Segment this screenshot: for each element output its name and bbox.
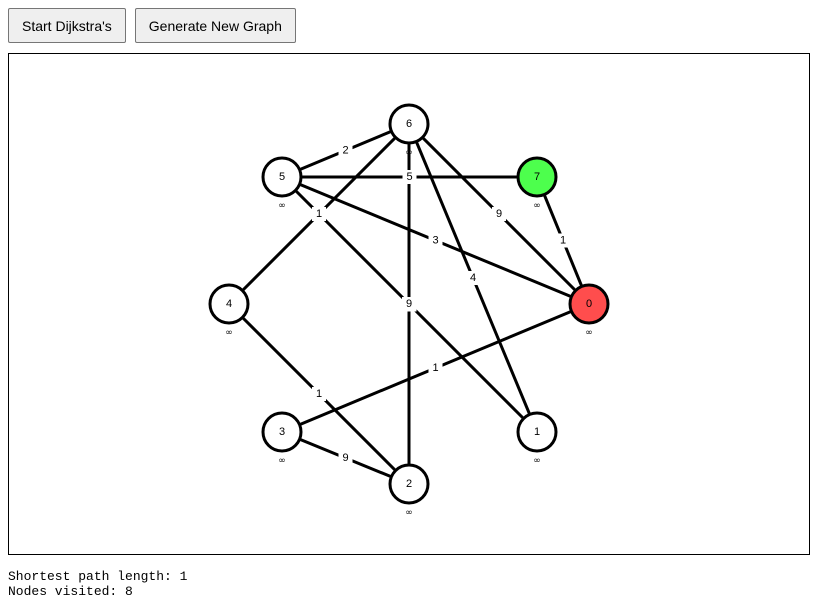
node-distance-label: ∞ bbox=[533, 456, 541, 466]
node-id-label: 2 bbox=[406, 478, 412, 490]
graph-node-4[interactable]: 4∞ bbox=[208, 283, 250, 338]
node-distance-label: ∞ bbox=[585, 328, 593, 338]
node-circle[interactable] bbox=[208, 283, 250, 325]
graph-node-2[interactable]: 2∞ bbox=[388, 463, 430, 518]
edge-weight-bg bbox=[402, 170, 417, 184]
graph-node-5[interactable]: 5∞ bbox=[261, 156, 303, 211]
node-id-label: 4 bbox=[226, 298, 232, 310]
edge-weight-label: 3 bbox=[432, 235, 438, 247]
node-distance-label: ∞ bbox=[405, 148, 413, 158]
node-circle[interactable] bbox=[568, 283, 610, 325]
node-circle[interactable] bbox=[261, 411, 303, 453]
edge-weight-bg bbox=[402, 297, 416, 311]
nodes-visited-text: Nodes visited: 8 bbox=[8, 584, 133, 599]
edge-weight-label: 5 bbox=[406, 171, 412, 183]
toolbar: Start Dijkstra's Generate New Graph bbox=[8, 8, 296, 43]
node-circle[interactable] bbox=[388, 463, 430, 505]
graph-node-0[interactable]: 0∞ bbox=[568, 283, 610, 338]
edge-weight-label: 9 bbox=[496, 208, 502, 220]
edge-weight-bg bbox=[312, 387, 326, 401]
graph-svg: 253919491119 0∞1∞2∞3∞4∞5∞6∞7∞ bbox=[208, 103, 610, 518]
start-dijkstra-button[interactable]: Start Dijkstra's bbox=[8, 8, 126, 43]
node-circle[interactable] bbox=[516, 411, 558, 453]
node-distance-label: ∞ bbox=[405, 508, 413, 518]
edge-weight-bg bbox=[466, 271, 480, 285]
edge-weight-bg bbox=[428, 361, 443, 375]
edge-weight-label: 1 bbox=[560, 235, 566, 247]
graph-canvas[interactable]: 253919491119 0∞1∞2∞3∞4∞5∞6∞7∞ bbox=[8, 53, 810, 555]
graph-node-6[interactable]: 6∞ bbox=[388, 103, 430, 158]
shortest-path-text: Shortest path length: 1 bbox=[8, 569, 188, 584]
graph-node-7[interactable]: 7∞ bbox=[516, 156, 558, 211]
node-distance-label: ∞ bbox=[278, 456, 286, 466]
node-circle[interactable] bbox=[516, 156, 558, 198]
node-id-label: 6 bbox=[406, 118, 412, 130]
node-circle[interactable] bbox=[261, 156, 303, 198]
node-distance-label: ∞ bbox=[225, 328, 233, 338]
edge-weight-bg bbox=[428, 233, 443, 248]
node-circle[interactable] bbox=[388, 103, 430, 145]
edge-weight-label: 9 bbox=[342, 452, 348, 464]
graph-node-3[interactable]: 3∞ bbox=[261, 411, 303, 466]
node-id-label: 1 bbox=[534, 426, 540, 438]
node-id-label: 3 bbox=[279, 426, 285, 438]
graph-node-1[interactable]: 1∞ bbox=[516, 411, 558, 466]
node-distance-label: ∞ bbox=[278, 201, 286, 211]
edge-weight-bg bbox=[492, 207, 506, 221]
status-panel: Shortest path length: 1 Nodes visited: 8 bbox=[8, 569, 187, 599]
weights-layer: 253919491119 bbox=[312, 143, 570, 465]
edge-weight-bg bbox=[312, 207, 326, 221]
edge-weight-label: 1 bbox=[316, 208, 322, 220]
edge-weight-bg bbox=[338, 143, 353, 158]
node-distance-label: ∞ bbox=[533, 201, 541, 211]
edge-weight-bg bbox=[338, 451, 353, 465]
edge-weight-label: 1 bbox=[316, 388, 322, 400]
node-id-label: 5 bbox=[279, 171, 285, 183]
edge-weight-label: 4 bbox=[470, 272, 476, 284]
nodes-layer: 0∞1∞2∞3∞4∞5∞6∞7∞ bbox=[208, 103, 610, 518]
edge-weight-label: 2 bbox=[342, 145, 348, 157]
node-id-label: 7 bbox=[534, 171, 540, 183]
edge-weight-label: 9 bbox=[406, 298, 412, 310]
edge-weight-bg bbox=[556, 233, 570, 248]
generate-graph-button[interactable]: Generate New Graph bbox=[134, 8, 296, 43]
edge-weight-label: 1 bbox=[432, 362, 438, 374]
node-id-label: 0 bbox=[586, 298, 592, 310]
